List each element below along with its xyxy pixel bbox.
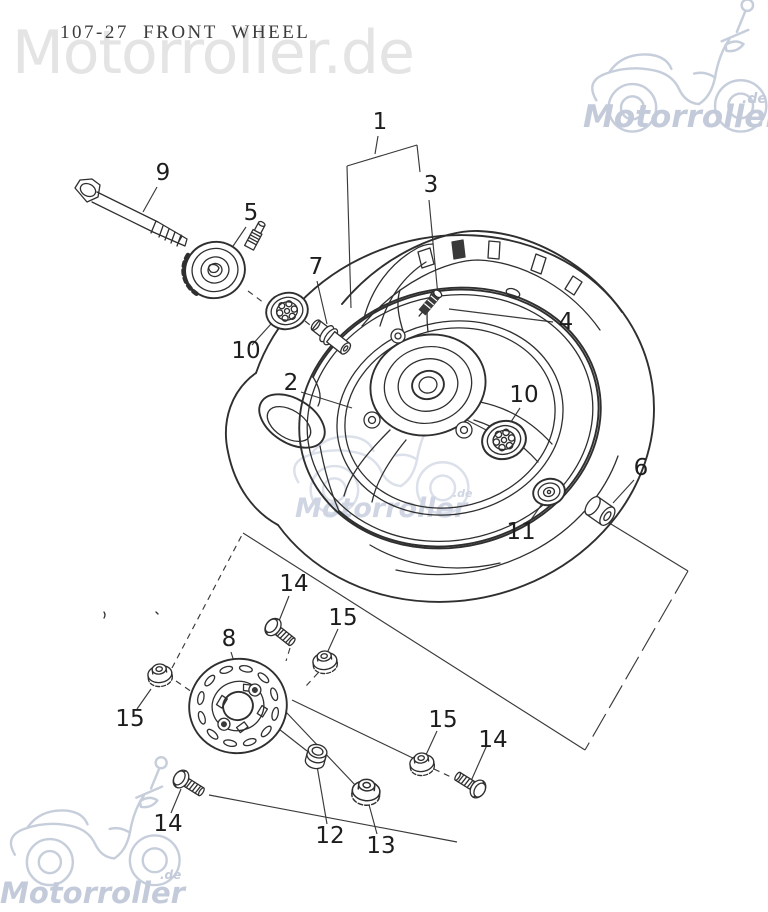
hub [363,328,487,439]
flange-nut-13 [350,777,382,808]
callout-14: 14 [153,811,182,837]
scan-speck [103,611,159,619]
callout-5: 5 [244,200,259,226]
fasteners [145,614,490,808]
callout-10: 10 [231,338,260,364]
callout-15: 15 [428,707,457,733]
callout-12: 12 [315,823,344,849]
callout-15: 15 [115,706,144,732]
bearing-right [476,415,532,465]
axle-bolt [74,178,188,247]
wheel-assembly [224,230,655,603]
watermark-bottomleft-logo: .de Motorroller [0,756,187,910]
watermark-topright-logo: .de Motorroller [583,0,768,135]
speedometer-drive [181,220,266,300]
callout-10: 10 [509,382,538,408]
callout-8: 8 [222,626,237,652]
callout-3: 3 [424,172,439,198]
spacer-bush [584,496,616,526]
flange-nut-top [310,648,340,676]
flange-nut-left [145,661,175,689]
callout-14: 14 [478,727,507,753]
spacer-sleeve [310,319,352,355]
disc-bolt-top [260,614,300,652]
callout-2: 2 [284,370,299,396]
watermark-topleft-text: Motorroller.de [12,18,414,88]
callout-15: 15 [328,605,357,631]
callout-6: 6 [634,455,649,481]
bearing-left [261,287,313,335]
brake-disc [188,657,288,755]
flange-nut-right [407,750,437,778]
disc-bolt-right [450,766,490,802]
callout-9: 9 [156,160,171,186]
callout-13: 13 [366,833,395,859]
watermark-bottomleft-suffix: .de [160,868,181,882]
watermark-topright-suffix: .de [742,91,767,107]
rim [298,230,623,550]
callout-7: 7 [309,254,324,280]
seal-ring [532,477,566,507]
callout-4: 4 [559,309,574,335]
watermark-bottomleft-text: Motorroller [0,876,187,910]
callout-11: 11 [506,519,535,545]
callout-14: 14 [279,571,308,597]
spokes [343,289,553,503]
page-title: 107-27 FRONT WHEEL [60,22,310,43]
watermark-topright-text: Motorroller [583,99,768,135]
callout-1: 1 [373,109,388,135]
spacer-12 [304,743,328,770]
valve-stem [418,289,443,317]
watermark-center-suffix: .de [453,487,473,500]
disc-bolt-bottom-left [169,766,209,802]
